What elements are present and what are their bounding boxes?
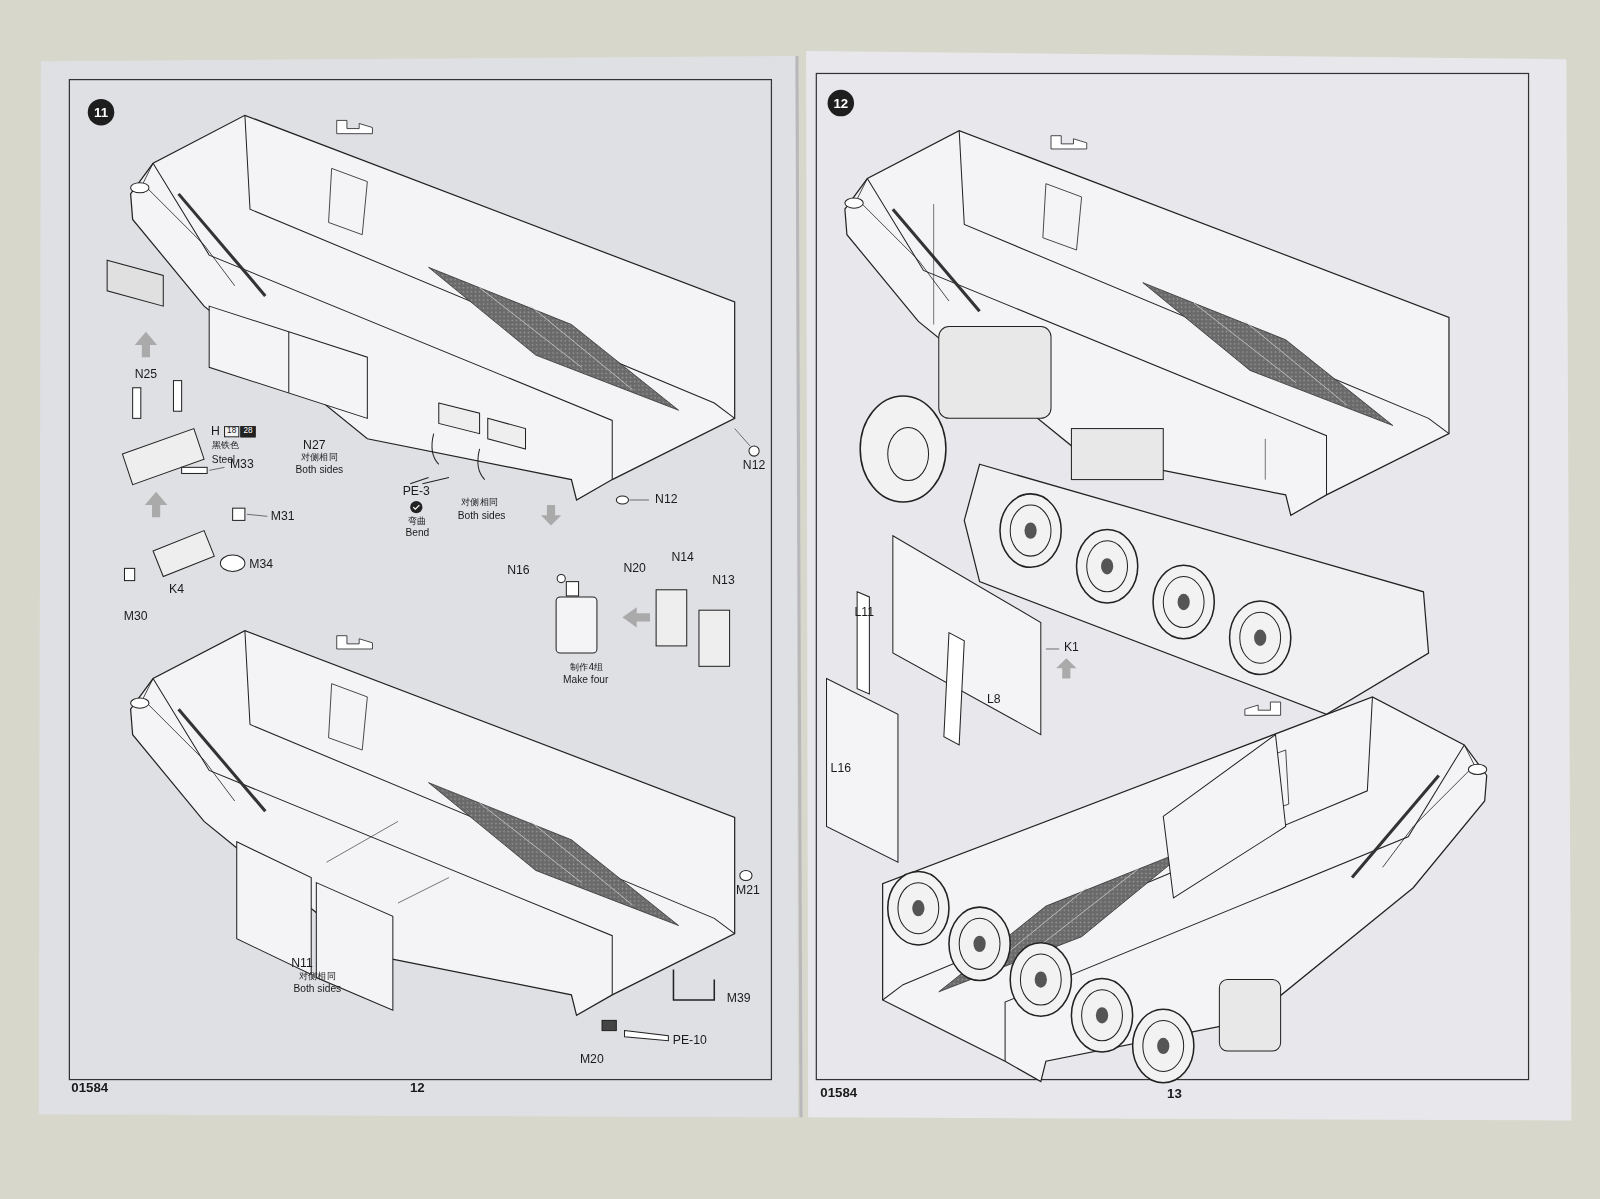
note: Both sides xyxy=(458,510,506,521)
note: 对侧相同 xyxy=(461,498,498,508)
part-number: M21 xyxy=(736,884,760,897)
step-number: 11 xyxy=(88,99,115,126)
note: Make four xyxy=(563,674,608,685)
part-number: M33 xyxy=(230,458,254,471)
note: 对侧相同 xyxy=(299,971,336,981)
part-number: N14 xyxy=(671,550,693,563)
page-number: 12 xyxy=(410,1080,425,1095)
part-number: N11 xyxy=(291,957,313,970)
part-number: M31 xyxy=(271,510,295,523)
part-number: N12 xyxy=(655,493,677,506)
step-number: 12 xyxy=(828,90,855,117)
part-number: PE-3 xyxy=(403,485,430,498)
page-number: 13 xyxy=(1167,1087,1182,1102)
part-number: N13 xyxy=(712,574,734,587)
part-number: PE-10 xyxy=(673,1034,707,1047)
part-number: N16 xyxy=(507,564,529,577)
part-number: L11 xyxy=(855,606,875,619)
part-number: L16 xyxy=(831,762,851,775)
part-number: L8 xyxy=(987,693,1001,706)
note: 弯曲 xyxy=(408,516,426,526)
part-number: N20 xyxy=(623,562,645,575)
kit-number: 01584 xyxy=(820,1086,857,1101)
note: 对侧相同 xyxy=(301,453,338,463)
step-label: 11 xyxy=(88,105,115,120)
paint-code: 18 xyxy=(224,426,239,437)
note: Both sides xyxy=(296,464,344,475)
part-number: N27 xyxy=(303,439,325,452)
note: Bend xyxy=(405,527,429,538)
sprue-letter: H xyxy=(211,425,220,438)
part-number: M20 xyxy=(580,1052,604,1065)
part-number: N25 xyxy=(135,368,157,381)
note: 制作4组 xyxy=(570,663,603,673)
paint-code: 28 xyxy=(240,426,255,437)
part-number: N12 xyxy=(743,459,765,472)
part-number: M39 xyxy=(727,992,751,1005)
kit-number: 01584 xyxy=(71,1080,108,1095)
part-number: M30 xyxy=(124,610,148,623)
note: Both sides xyxy=(294,983,342,994)
paint-note: 黑铁色 xyxy=(212,441,240,451)
step-label: 12 xyxy=(828,95,855,110)
part-number: K1 xyxy=(1064,641,1079,654)
part-number: M34 xyxy=(249,558,273,571)
part-number: K4 xyxy=(169,583,184,596)
